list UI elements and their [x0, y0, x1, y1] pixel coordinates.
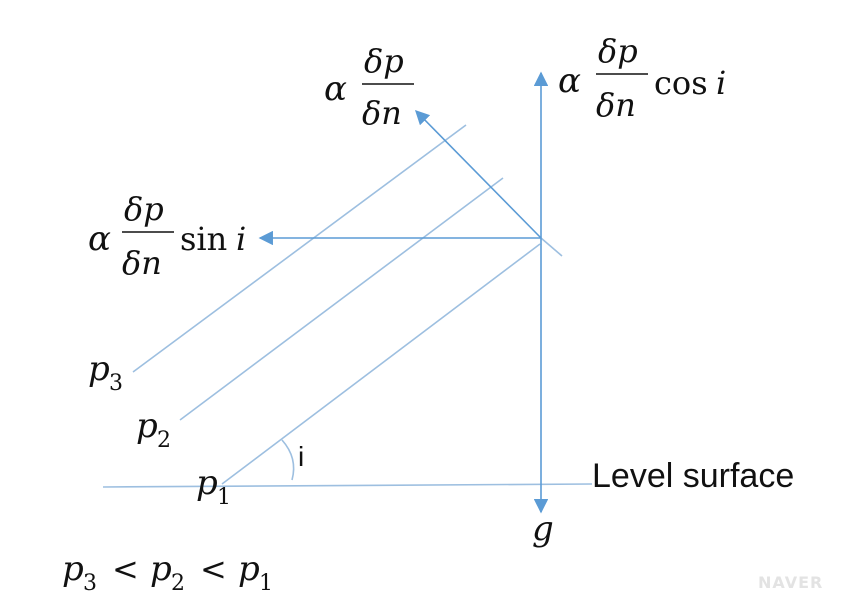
horizontal-denominator: δn — [122, 244, 162, 282]
level-surface-label: Level surface — [592, 457, 794, 495]
gradient-label: α δp δn — [324, 42, 414, 132]
vertical-cos: cos — [654, 64, 708, 102]
isobar-p2-line — [179, 177, 504, 421]
p3-base: p — [88, 349, 110, 389]
inequality-p2-sub: 2 — [171, 571, 185, 596]
horizontal-sin: sin — [180, 220, 227, 258]
inequality-lt-1: < — [112, 550, 139, 588]
inequality-p1: p — [238, 549, 260, 589]
p1-base: p — [196, 463, 218, 503]
p3-subscript: 3 — [109, 371, 123, 396]
inequality-lt-2: < — [200, 550, 227, 588]
horizontal-alpha: α — [88, 219, 111, 259]
gradient-denominator: δn — [362, 94, 402, 132]
p3-label: p 3 — [88, 349, 123, 396]
inequality-p2: p — [150, 549, 172, 589]
vertical-denominator: δn — [596, 86, 636, 124]
vertical-component-label: α δp δn cos i — [558, 32, 726, 124]
p2-base: p — [136, 406, 158, 446]
horizontal-numerator: δp — [124, 190, 164, 228]
vertical-numerator: δp — [598, 32, 638, 70]
p2-subscript: 2 — [157, 428, 171, 453]
normal-line-extension — [540, 237, 563, 257]
gravity-label: g — [532, 509, 554, 549]
inequality-p1-sub: 1 — [259, 571, 273, 596]
gradient-numerator: δp — [364, 42, 404, 80]
level-surface-line — [102, 483, 593, 488]
p1-subscript: 1 — [217, 485, 231, 510]
angle-label: i — [298, 441, 304, 472]
horizontal-component-label: α δp δn sin i — [88, 190, 246, 282]
horizontal-angle-var: i — [236, 220, 246, 258]
vertical-alpha: α — [558, 61, 581, 101]
isobar-p1-line — [221, 243, 541, 485]
p2-label: p 2 — [136, 406, 171, 453]
naver-watermark: NAVER — [758, 573, 823, 592]
inequality-p3: p — [62, 549, 84, 589]
angle-arc — [281, 439, 295, 481]
vertical-angle-var: i — [716, 64, 726, 102]
pressure-inequality: p 3 < p 2 < p 1 — [62, 549, 273, 596]
gradient-alpha: α — [324, 69, 347, 109]
p1-label: p 1 — [196, 463, 231, 510]
pressure-gradient-arrow — [414, 109, 542, 239]
isobar-p3-line — [132, 124, 467, 373]
inequality-p3-sub: 3 — [83, 571, 97, 596]
